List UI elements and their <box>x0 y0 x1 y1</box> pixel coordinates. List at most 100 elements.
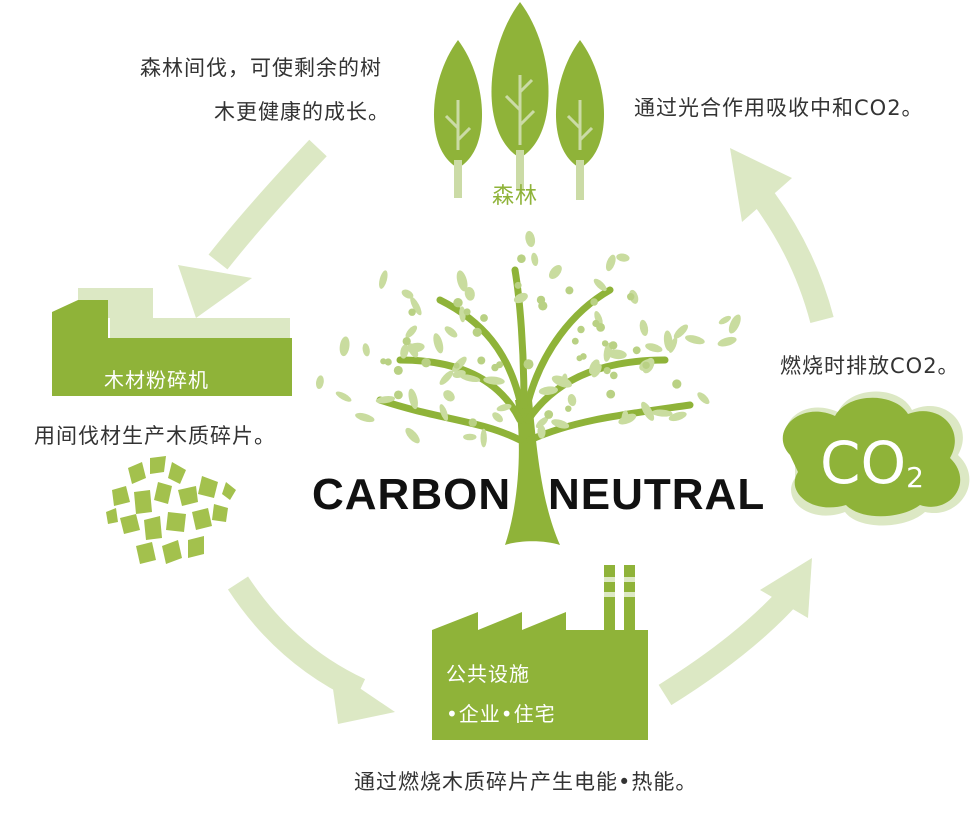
leaf <box>339 336 350 357</box>
co2-cloud-icon <box>782 391 970 526</box>
leaf <box>444 326 458 338</box>
tree-left-icon <box>433 40 483 198</box>
wood-chip <box>134 490 152 514</box>
leaf <box>718 315 732 325</box>
leaf <box>645 343 663 353</box>
blossom <box>523 359 534 370</box>
blossom <box>517 254 526 263</box>
leaf <box>408 388 418 410</box>
wood-chip <box>178 486 198 506</box>
wood-chip <box>106 508 118 524</box>
wood-chip <box>150 456 166 474</box>
leaf <box>355 412 375 423</box>
blossom <box>477 356 486 365</box>
leaf <box>535 416 549 429</box>
blossom <box>565 286 574 295</box>
blossom <box>538 301 548 311</box>
leaf <box>685 335 705 345</box>
leaf <box>315 375 324 390</box>
blossom <box>632 346 641 355</box>
blossom <box>596 323 605 332</box>
leaf <box>452 369 466 379</box>
cycle-arrow-co2-to-forest <box>730 148 834 324</box>
leaf <box>548 265 562 279</box>
leaf <box>594 310 603 327</box>
leaf <box>605 254 616 272</box>
blossom <box>421 358 431 368</box>
leaf <box>513 292 528 304</box>
leaf <box>335 391 352 402</box>
leaf <box>400 344 409 359</box>
wood-chip <box>168 462 186 484</box>
wood-chip <box>136 542 156 564</box>
leaf <box>483 376 505 385</box>
blossom <box>514 281 522 289</box>
wood-chip <box>212 504 228 522</box>
blossom <box>571 337 579 345</box>
wood-chip <box>222 482 236 500</box>
power-caption: 通过燃烧木质碎片产生电能•热能。 <box>354 770 698 794</box>
blossom <box>472 327 482 337</box>
leaf <box>668 411 687 422</box>
leaf <box>406 342 425 353</box>
wood-chip <box>154 482 172 504</box>
leaf <box>621 410 629 424</box>
wood-chip <box>144 516 162 540</box>
blossom <box>577 325 585 334</box>
leaf <box>405 427 420 444</box>
wood-chip <box>162 540 182 564</box>
leaf <box>728 314 741 334</box>
leaf <box>362 343 370 357</box>
leaf <box>538 386 558 395</box>
leaf <box>439 404 449 421</box>
blossom <box>402 337 411 346</box>
leaf <box>492 412 503 423</box>
blossom <box>576 355 583 362</box>
blossom <box>606 389 616 399</box>
factory-icon <box>432 565 648 740</box>
carbon-word: CARBON <box>312 470 512 519</box>
tree-center-icon <box>491 2 549 190</box>
leaf <box>593 278 607 292</box>
blossom <box>480 314 488 322</box>
leaf <box>537 425 546 439</box>
forest-icon <box>433 2 605 200</box>
blossom <box>491 363 499 372</box>
tree-right-icon <box>555 40 605 200</box>
facility-label-line2: •企业•住宅 <box>446 702 556 726</box>
cycle-arrow-chips-to-facility <box>227 576 395 724</box>
blossom <box>627 293 635 301</box>
leaf <box>443 390 455 402</box>
blossom <box>672 379 682 389</box>
leaf <box>496 403 512 412</box>
blossom <box>463 308 471 316</box>
chips-caption: 用间伐材生产木质碎片。 <box>34 424 276 448</box>
carbon-neutral-tree-icon <box>315 230 741 545</box>
wood-chip <box>188 536 204 558</box>
neutral-word: NEUTRAL <box>548 470 766 519</box>
blossom <box>642 361 650 369</box>
wood-chip <box>192 508 212 530</box>
thinning-caption-line1: 森林间伐，可使剩余的树 <box>140 56 382 80</box>
leaf <box>439 370 454 385</box>
blossom <box>408 308 416 316</box>
emit-caption: 燃烧时排放CO2。 <box>780 354 960 378</box>
leaf <box>531 252 539 267</box>
leaf <box>651 409 673 417</box>
cycle-arrow-facility-to-co2 <box>658 558 812 706</box>
leaf <box>379 270 388 289</box>
co2-main: CO <box>820 429 907 497</box>
blossom <box>603 367 611 375</box>
blossom <box>468 418 477 427</box>
leaf <box>607 349 627 360</box>
cycle-arrow-forest-to-chipper <box>178 139 327 318</box>
leaf <box>561 373 568 387</box>
leaf <box>456 270 468 292</box>
leaf <box>525 230 536 248</box>
blossom <box>394 390 403 400</box>
blossom <box>565 405 572 412</box>
leaf <box>459 374 481 383</box>
blossom <box>590 298 598 306</box>
leaf <box>375 395 396 404</box>
